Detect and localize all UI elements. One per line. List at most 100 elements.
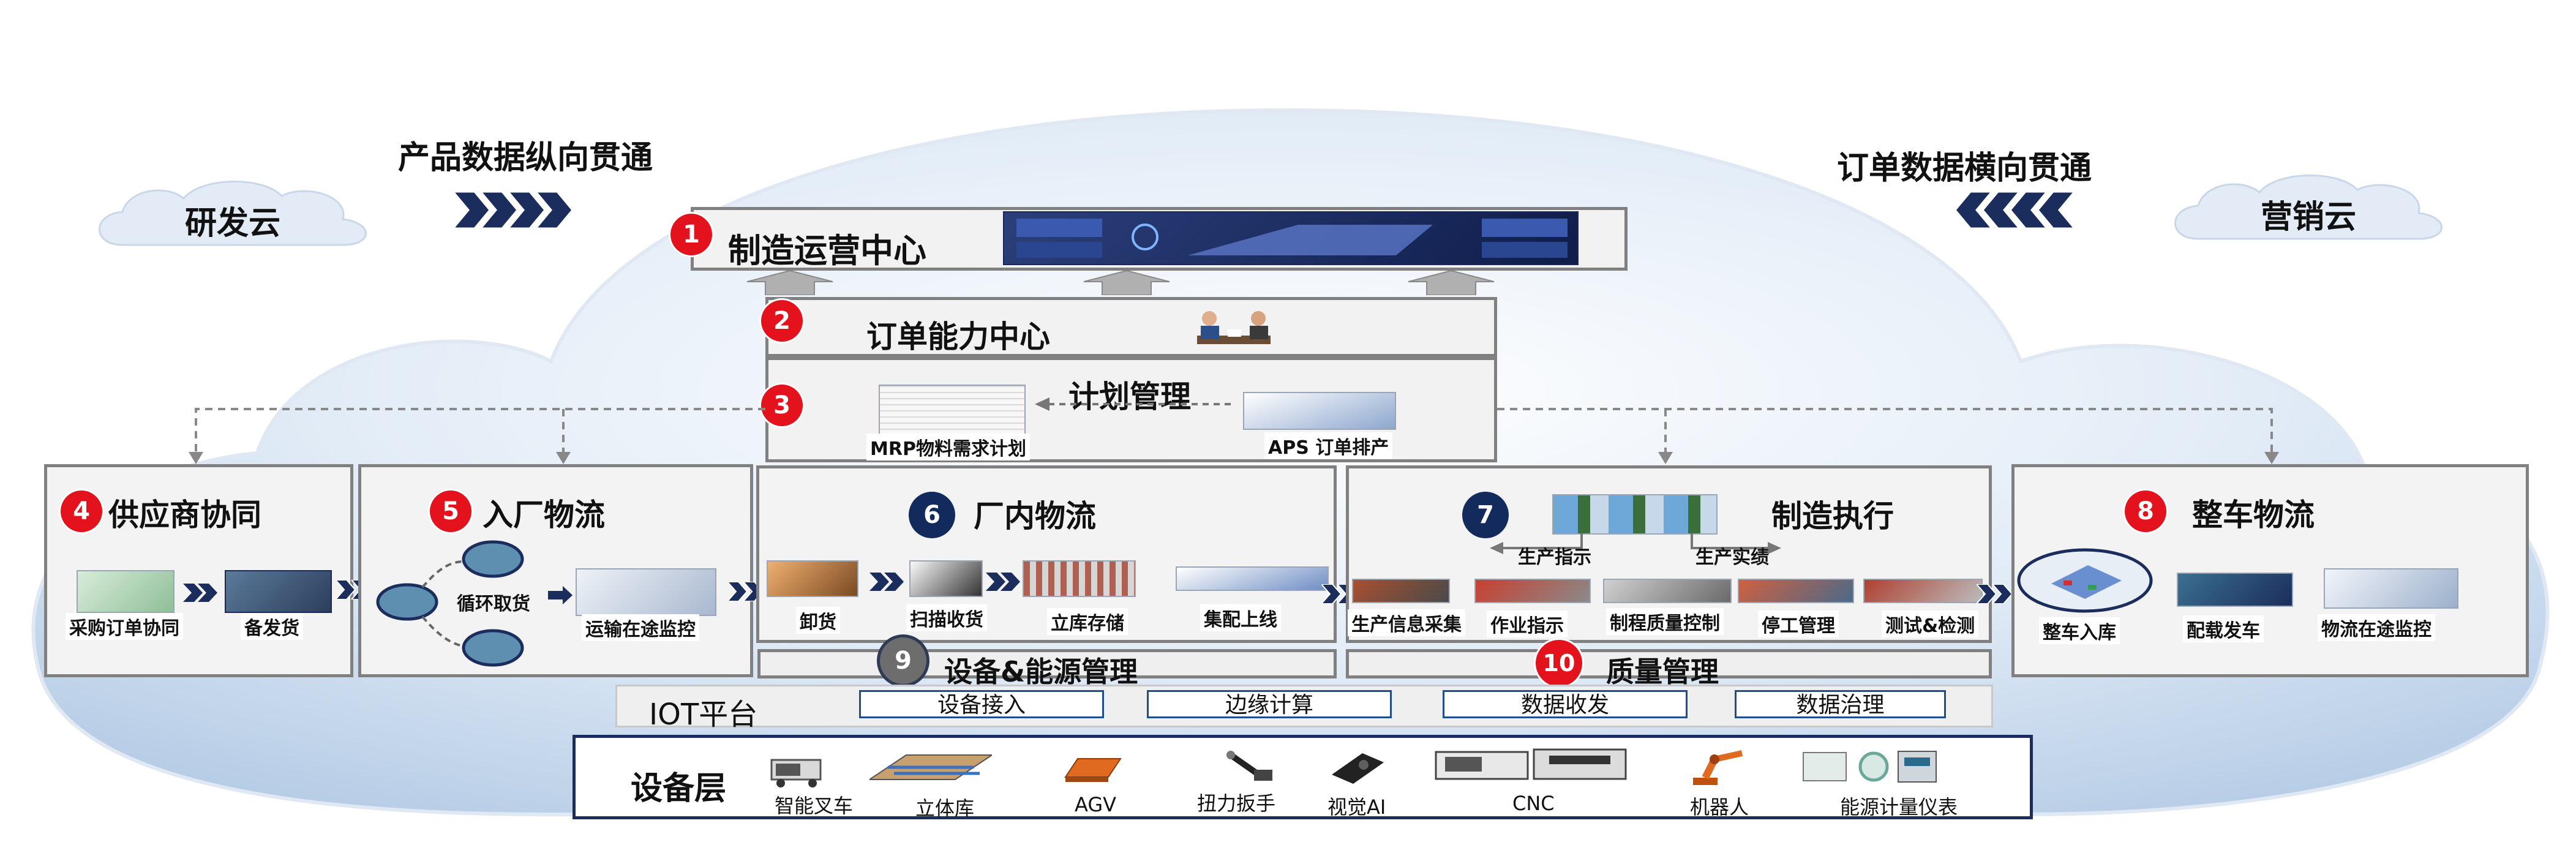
planning-connector-lines (189, 408, 2279, 464)
manufacturing-item-4: 测试&检测 (1882, 611, 1979, 637)
center-title: 制造运营中心 (728, 231, 926, 270)
purchase-order-screenshot (77, 570, 175, 613)
rd-cloud: 研发云 (86, 171, 380, 257)
manufacturing-item-1: 作业指示 (1487, 611, 1568, 637)
vehicle-title: 整车物流 (2192, 497, 2315, 533)
supplier-title: 供应商协同 (108, 497, 261, 533)
line-feeding-image (1176, 566, 1329, 591)
vehicle-item-1: 配载发车 (2183, 615, 2264, 642)
shipping-screenshot (225, 570, 332, 613)
aps-screenshot (1243, 392, 1396, 430)
order-center-title: 订单能力中心 (866, 319, 1050, 355)
vehicle-warehouse-icon (2017, 548, 2153, 613)
transport-monitor-screenshot (576, 568, 716, 616)
inplant-item-3: 集配上线 (1200, 604, 1281, 631)
transport-monitor-label: 运输在途监控 (582, 614, 699, 641)
vehicle-item-0: 整车入库 (2039, 617, 2120, 644)
order-center-number: 2 (761, 300, 803, 342)
device-label-3: 扭力扳手 (1197, 792, 1276, 815)
meeting-people-icon (1197, 311, 1271, 344)
inbound-title: 入厂物流 (483, 497, 605, 533)
supplier-number: 4 (61, 490, 102, 532)
quality-management[interactable]: 10 质量管理 (1346, 640, 1992, 688)
loading-dispatch-image (2177, 573, 2293, 607)
inbound-logistics[interactable]: 5 入厂物流 循环取货 运输在途监控 (358, 464, 753, 677)
manufacturing-item-2: 制程质量控制 (1606, 608, 1724, 635)
device-label-7: 能源计量仪表 (1840, 795, 1958, 819)
storage-image (1023, 560, 1136, 597)
inplant-item-1: 扫描收货 (906, 604, 987, 631)
inplant-title: 厂内物流 (974, 498, 1096, 534)
inbound-arrow-icon (548, 586, 573, 604)
vehicle-logistics[interactable]: 8 整车物流 整车入库 配载发车 物流在途监控 (2011, 464, 2529, 677)
iot-device-access-button[interactable]: 设备接入 (859, 690, 1104, 718)
downtime-image (1738, 579, 1854, 603)
mrp-screenshot (879, 385, 1026, 436)
smart-forklift-icon (770, 759, 822, 787)
equipment-number: 9 (880, 637, 926, 684)
planning-title: 计划管理 (1068, 379, 1191, 415)
double-chevron-icon (183, 584, 217, 602)
planning-number: 3 (761, 385, 803, 426)
device-label-4: 视觉AI (1327, 795, 1386, 819)
supplier-item-1: 备发货 (241, 613, 303, 640)
inplant-chevron-1-icon (869, 573, 904, 591)
planning-management[interactable]: 3 计划管理 MRP物料需求计划 APS 订单排产 (761, 357, 1497, 462)
supplier-item-0: 采购订单协同 (66, 613, 183, 640)
iot-data-governance-button[interactable]: 数据治理 (1735, 690, 1946, 718)
cnc-machine-icon (1435, 748, 1627, 780)
inplant-number: 6 (909, 492, 955, 538)
dashboard-screenshot (1003, 211, 1579, 265)
quality-title: 质量管理 (1606, 655, 1719, 688)
inplant-item-0: 卸货 (796, 607, 840, 634)
vehicle-monitor-screenshot (2324, 568, 2458, 609)
vision-ai-icon (1332, 753, 1384, 784)
quality-number: 10 (1536, 640, 1582, 686)
upward-arrows-icon (747, 271, 1495, 295)
marketing-cloud-label: 营销云 (2260, 199, 2356, 236)
manufacturing-item-3: 停工管理 (1758, 611, 1839, 637)
stereo-warehouse-icon (869, 754, 992, 780)
inplant-chevron-2-icon (986, 573, 1020, 591)
in-plant-logistics[interactable]: 6 厂内物流 卸货 扫描收货 立库存储 集配上线 (756, 465, 1337, 643)
cycle-pickup-label: 循环取货 (457, 593, 530, 615)
equipment-energy-management[interactable]: 9 设备&能源管理 (757, 637, 1337, 688)
work-instruction-image (1474, 579, 1591, 603)
rd-cloud-label: 研发云 (184, 205, 280, 242)
order-capability-center[interactable]: 2 订单能力中心 (761, 297, 1497, 357)
quality-control-image (1603, 579, 1732, 603)
instruction-label: 生产指示 (1518, 547, 1591, 568)
manufacturing-execution[interactable]: 7 制造执行 生产指示 生产实绩 生产信息采集 作业指示 制程质量控制 停工管理… (1346, 465, 1992, 643)
center-number: 1 (670, 214, 712, 255)
supplier-collaboration[interactable]: 4 供应商协同 采购订单协同 备发货 (44, 464, 353, 677)
device-label-1: 立体库 (915, 797, 975, 820)
manufacturing-title: 制造执行 (1771, 498, 1894, 534)
vehicle-number: 8 (2125, 490, 2166, 532)
equipment-title: 设备&能源管理 (944, 655, 1138, 688)
chevron-7-to-8-icon (1977, 584, 2013, 604)
torque-wrench-icon (1226, 751, 1272, 781)
iot-data-transfer-button[interactable]: 数据收发 (1443, 690, 1688, 718)
inbound-number: 5 (430, 490, 471, 532)
marketing-cloud: 营销云 (2161, 165, 2455, 251)
robot-arm-icon (1693, 750, 1743, 785)
testing-image (1863, 579, 1983, 603)
vehicle-item-2: 物流在途监控 (2318, 614, 2435, 641)
device-label-5: CNC (1512, 792, 1555, 815)
aps-to-mrp-arrow-icon (1035, 397, 1231, 411)
scanner-image (909, 560, 983, 597)
result-label: 生产实绩 (1695, 547, 1769, 568)
agv-icon (1064, 758, 1122, 782)
marketing-cloud-shape (2174, 175, 2443, 240)
unloading-image (767, 560, 858, 597)
inplant-item-2: 立库存储 (1047, 608, 1128, 635)
manufacturing-item-0: 生产信息采集 (1348, 609, 1465, 636)
iot-title: IOT平台 (649, 697, 758, 732)
iot-platform: IOT平台 设备接入 边缘计算 数据收发 数据治理 (615, 685, 1993, 732)
execution-screen-image (1552, 494, 1718, 535)
manufacturing-operations-center[interactable]: 1 制造运营中心 (670, 207, 1628, 271)
device-label-2: AGV (1075, 793, 1117, 816)
iot-edge-computing-button[interactable]: 边缘计算 (1147, 690, 1392, 718)
dashboard-graphic (1016, 219, 1568, 258)
rd-cloud-shape (99, 181, 367, 246)
